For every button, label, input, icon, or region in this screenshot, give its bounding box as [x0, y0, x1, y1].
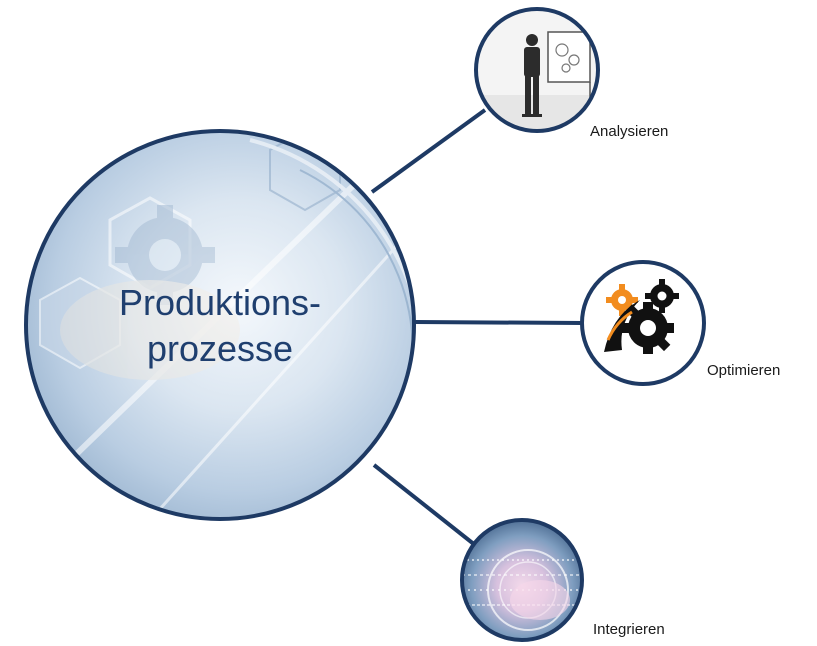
connector-optimieren: [414, 320, 583, 325]
digital-data-globe-icon: [462, 549, 582, 631]
gear-background-icon: [115, 205, 215, 305]
label-integrieren: Integrieren: [593, 621, 665, 638]
integrieren-node-circle: [460, 518, 584, 642]
main-node-title-line2: prozesse: [146, 328, 294, 369]
main-node-title: Produktions- prozesse: [60, 280, 380, 372]
label-optimieren: Optimieren: [707, 362, 781, 379]
whiteboard-gears-icon: [555, 43, 580, 73]
label-analysieren: Analysieren: [590, 123, 669, 140]
gears-swoosh-icon: [604, 279, 679, 354]
analysieren-node-circle: [474, 7, 600, 133]
connector-integrieren: [372, 463, 477, 547]
main-node-circle: [24, 129, 416, 521]
main-node-title-line1: Produktions-: [118, 282, 322, 323]
connector-analysieren: [370, 108, 487, 194]
optimieren-node-circle: [580, 260, 706, 386]
businessman-viewing-gears-icon: [522, 34, 542, 117]
